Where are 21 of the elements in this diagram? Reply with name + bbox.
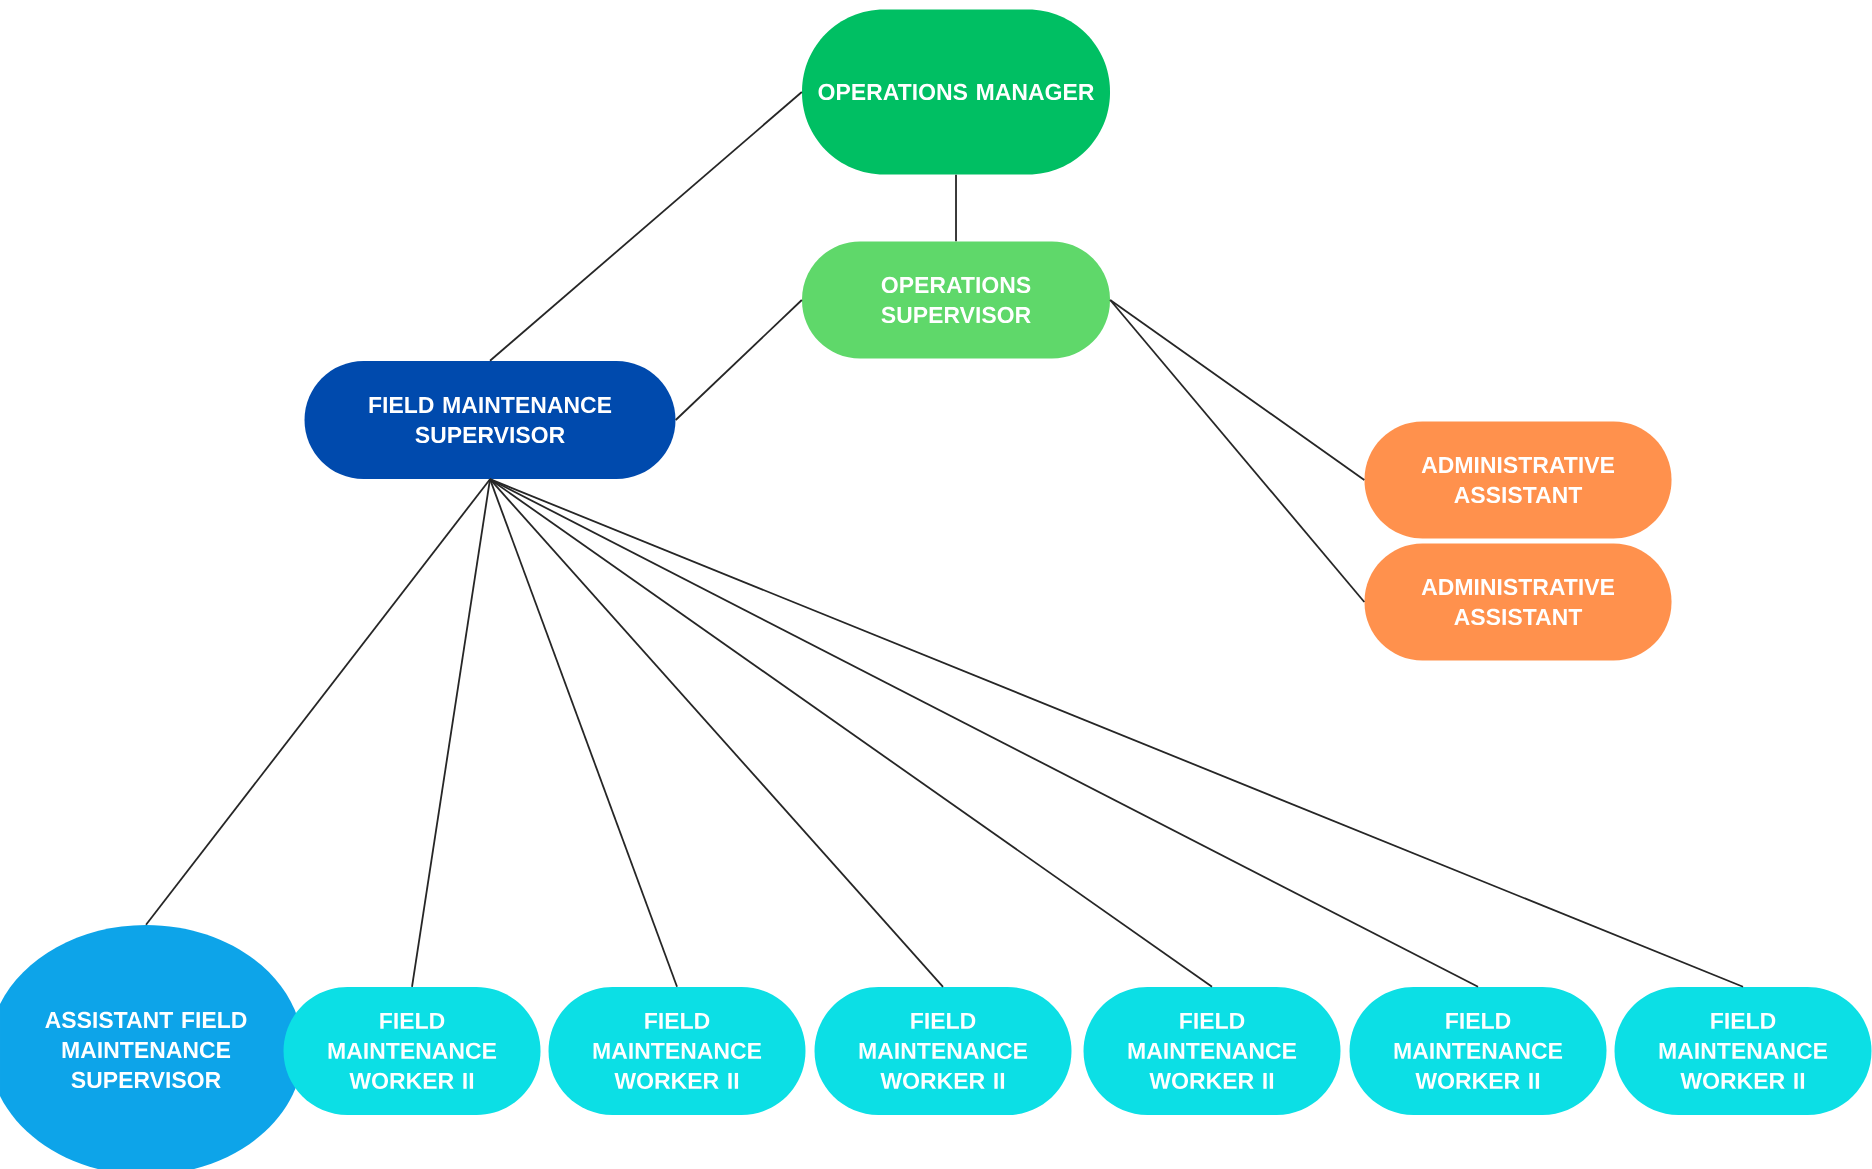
connector-line (411, 478, 491, 988)
connector-line (145, 478, 491, 926)
connector-line (489, 91, 803, 362)
connector-line (489, 478, 1213, 988)
role-box: FIELD MAINTENANCE SUPERVISOR (304, 361, 676, 479)
connector-line (674, 299, 803, 421)
role-box: ADMINISTRATIVE ASSISTANT (1364, 421, 1672, 539)
connector-line (1109, 299, 1366, 603)
role-box: FIELD MAINTENANCE WORKER II (1349, 987, 1607, 1115)
role-box: OPERATIONS SUPERVISOR (802, 241, 1110, 359)
role-box: OPERATIONS MANAGER (802, 9, 1110, 175)
role-box: FIELD MAINTENANCE WORKER II (814, 987, 1072, 1115)
connector-line (955, 173, 957, 243)
connector-line (489, 478, 944, 988)
role-box: FIELD MAINTENANCE WORKER II (548, 987, 806, 1115)
connector-line (489, 478, 1744, 988)
role-box: FIELD MAINTENANCE WORKER II (1083, 987, 1341, 1115)
role-box: FIELD MAINTENANCE WORKER II (283, 987, 541, 1115)
role-box: FIELD MAINTENANCE WORKER II (1614, 987, 1872, 1115)
role-box: ADMINISTRATIVE ASSISTANT (1364, 543, 1672, 661)
connector-line (489, 478, 678, 988)
